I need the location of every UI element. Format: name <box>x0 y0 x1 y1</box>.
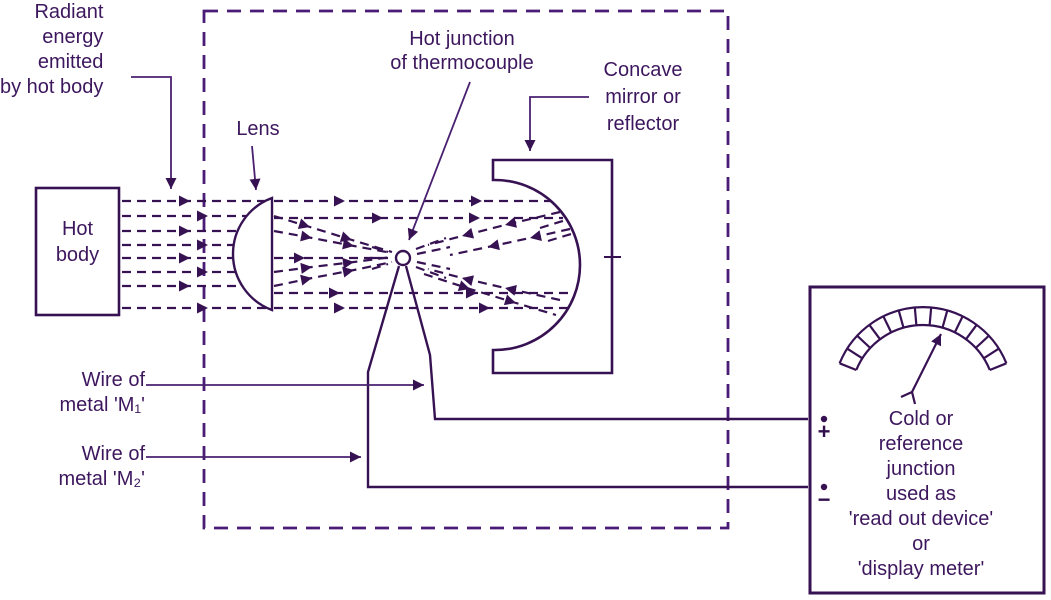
concave-mirror-label: Concave mirror or reflector <box>603 59 683 135</box>
wire-m2-line <box>366 265 808 489</box>
minus-terminal-label: − <box>817 487 831 512</box>
lens-shape <box>231 196 274 312</box>
gauge-outer-arc <box>838 306 1008 364</box>
hot-body-label: Hot body <box>55 218 100 266</box>
lens-leader-arrow <box>249 145 261 191</box>
wire-m1-label: Wire of metal 'M₁' <box>59 369 145 416</box>
plus-terminal-label: + <box>817 419 831 444</box>
gauge-inner-arc <box>855 323 991 371</box>
radiant-energy-label: Radiant energy emitted by hot body <box>0 1 104 98</box>
radiation-rays <box>122 195 574 317</box>
meter-gauge <box>838 306 1008 405</box>
gauge-needle-pivot <box>900 390 917 405</box>
concave-mirror-shape <box>491 158 614 375</box>
leader-arrows <box>131 76 589 463</box>
concave-leader-arrow <box>524 96 589 151</box>
lens-label: Lens <box>236 118 280 140</box>
minus-terminal-dot <box>820 483 828 491</box>
gauge-ticks <box>839 307 1007 372</box>
meter-box <box>808 285 1046 595</box>
hot-body-box <box>34 186 121 317</box>
thermocouple-wires <box>366 265 808 489</box>
radiant-leader-arrow <box>131 76 177 189</box>
plus-terminal-dot <box>820 415 828 423</box>
gauge-needle <box>911 333 942 393</box>
wire-m2-label: Wire of metal 'M₂' <box>58 443 145 490</box>
hot-junction-leader-arrow <box>407 81 471 241</box>
hot-junction-circle <box>394 249 412 267</box>
hot-junction-label: Hot junction of thermocouple <box>390 28 534 74</box>
meter-reference-junction-label: Cold or reference junction used as 'read… <box>848 408 994 580</box>
wire-m1-line <box>404 265 808 421</box>
